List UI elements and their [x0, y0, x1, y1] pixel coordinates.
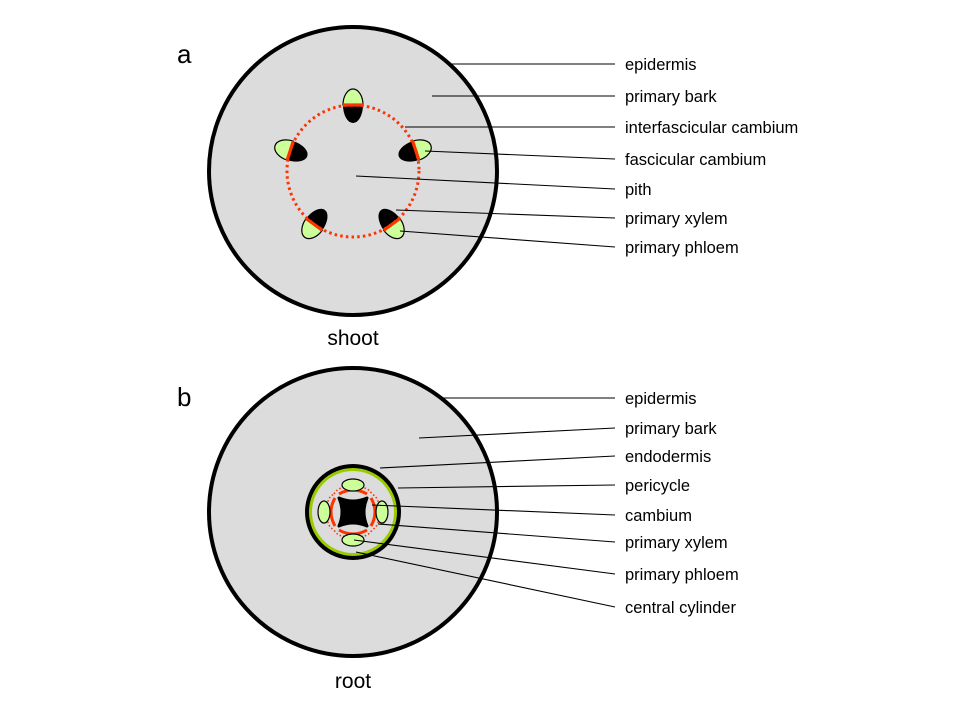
leader-shoot-primary-phloem: [399, 230, 616, 248]
root-caption: root: [335, 670, 371, 693]
panel-letter-b: b: [177, 382, 191, 412]
leader-shoot-fascicular-cambium: [424, 150, 616, 160]
root-phloem-bottom: [341, 533, 365, 547]
root-phloem-right: [375, 500, 389, 524]
label-root-central-cylinder: central cylinder: [625, 599, 736, 617]
root-phloem-top: [341, 478, 365, 492]
primary-xylem: [343, 105, 363, 123]
leader-root-primary-bark: [418, 427, 616, 439]
label-root-endodermis: endodermis: [625, 448, 711, 466]
label-root-primary-phloem: primary phloem: [625, 566, 739, 584]
label-shoot-epidermis: epidermis: [625, 56, 697, 74]
label-shoot-primary-phloem: primary phloem: [625, 239, 739, 257]
primary-phloem: [382, 217, 405, 240]
panel-letter-a: a: [177, 39, 192, 69]
leader-root-central-cylinder: [355, 551, 616, 608]
label-shoot-interfascicular-cambium: interfascicular cambium: [625, 119, 798, 137]
leader-shoot-primary-xylem: [395, 209, 616, 219]
label-shoot-pith: pith: [625, 181, 652, 199]
shoot-vascular-bundles: [274, 88, 432, 240]
leader-root-pericycle: [397, 484, 616, 489]
root-cambium-arc-right: [369, 497, 377, 527]
primary-phloem: [342, 88, 364, 106]
root-phloem-left: [317, 500, 331, 524]
leader-root-endodermis: [379, 455, 616, 469]
shoot-epidermis: [207, 25, 499, 317]
label-root-epidermis: epidermis: [625, 390, 697, 408]
label-shoot-primary-xylem: primary xylem: [625, 210, 728, 228]
label-shoot-primary-bark: primary bark: [625, 88, 717, 106]
leader-shoot-pith: [355, 175, 616, 190]
shoot-interfascicular-cambium: [285, 103, 421, 239]
leader-root-primary-phloem: [353, 539, 616, 575]
shoot-panel: a shoot epidermis primary bark interfasc…: [177, 25, 798, 350]
primary-xylem: [378, 208, 400, 231]
primary-xylem: [306, 208, 328, 231]
shoot-caption: shoot: [327, 327, 379, 350]
vascular-bundle: [378, 208, 405, 240]
primary-phloem: [301, 217, 324, 240]
label-root-cambium: cambium: [625, 507, 692, 525]
leader-root-cambium: [371, 504, 616, 516]
label-root-primary-bark: primary bark: [625, 420, 717, 438]
root-panel: b root epidermis primary bark endodermis: [177, 366, 739, 693]
label-shoot-fascicular-cambium: fascicular cambium: [625, 151, 766, 169]
label-root-pericycle: pericycle: [625, 477, 690, 495]
leader-root-primary-xylem: [377, 523, 616, 543]
label-root-primary-xylem: primary xylem: [625, 534, 728, 552]
root-primary-xylem: [337, 496, 369, 528]
root-cambium-arc-left: [329, 497, 337, 527]
